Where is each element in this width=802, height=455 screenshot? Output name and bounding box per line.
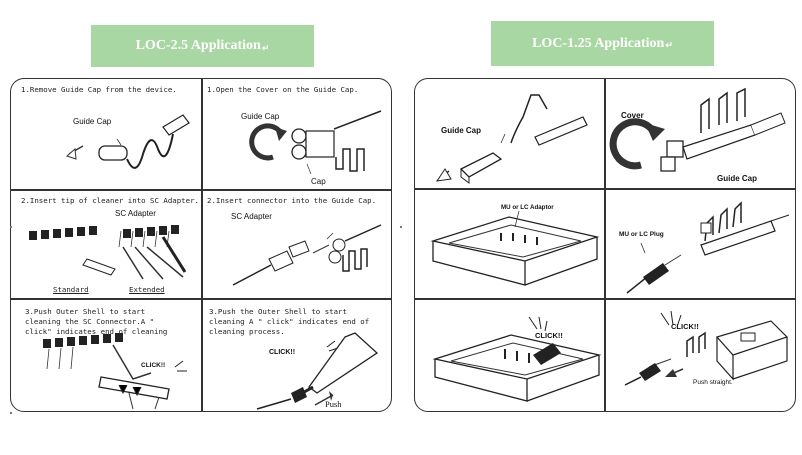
push-straight-illustration [624,310,789,386]
click-label: CLICK!! [269,349,296,356]
guide-cap-label: Guide Cap [73,117,112,126]
loc-2-5-instruction-panel: 1.Remove Guide Cap from the device. Guid… [10,78,392,412]
caption-line: cleaning A " click" indicates end of [209,317,370,326]
caption-line: cleaning the SC Connector.A " [25,317,155,326]
guide-cap-label: Guide Cap [441,126,482,135]
adaptor-tray-illustration [430,210,600,286]
panel-divider-vertical [201,79,203,411]
sc-adapter-label: SC Adapter [231,212,272,221]
panel-divider-row1 [11,189,391,191]
push-straight-label: Push straight. [693,379,733,386]
step-caption: 3.Push the Outer Shell to start cleaning… [209,307,369,337]
step-caption: 1.Open the Cover on the Guide Cap. [207,85,359,94]
push-outer-shell-illustration [43,333,187,410]
panel-divider-row2 [415,298,795,300]
return-mark-icon: ↵ [261,42,270,53]
cover-label: Cover [621,111,644,120]
step-caption: 2.Insert tip of cleaner into SC Adapter. [21,196,199,205]
click-label: CLICK!! [671,322,699,331]
insert-plug-illustration [626,201,790,294]
panel-divider-row1 [415,188,795,190]
page-mark [10,226,12,228]
insert-connector-illustration [232,224,382,286]
return-mark-icon: ↵ [665,40,673,50]
loc-1-25-title-banner: LOC-1.25 Application↵ [491,21,714,66]
caption-line: click" indicates end of cleaning [25,327,168,336]
page-mark [400,226,402,228]
panel-divider-row2 [11,298,391,300]
loc-2-5-title-banner: LOC-2.5 Application↵ [91,25,314,67]
open-cover-illustration [609,87,786,172]
adaptor-label: MU or LC Adaptor [501,204,554,211]
loc-1-25-instruction-panel: Guide Cap Cover Guide Cap MU or LC Adapt… [414,78,796,412]
standard-label: Standard [53,285,89,294]
extended-label: Extended [129,285,165,294]
remove-guide-cap-illustration [435,94,588,184]
caption-line: cleaning process. [209,327,285,336]
sc-adapter-label: SC Adapter [115,209,156,218]
step-caption: 3.Push Outer Shell to start cleaning the… [25,307,167,337]
open-cover-illustration [249,110,382,175]
click-tray-illustration [432,316,602,402]
page-mark [10,412,12,414]
guide-cap-label: Guide Cap [241,112,280,121]
step-caption: 2.Insert connector into the Guide Cap. [207,196,377,205]
loc-1-25-title: LOC-1.25 Application [532,35,665,51]
plug-label: MU or LC Plug [619,231,664,238]
cap-label: Cap [311,177,326,186]
push-cleaner-illustration [256,332,379,410]
push-label: Push [325,399,342,409]
click-label: CLICK!! [141,362,166,369]
sc-adapter-insert-illustration [29,225,187,280]
panel-divider-vertical [604,79,606,411]
caption-line: 3.Push the Outer Shell to start [209,307,347,316]
click-label: CLICK!! [535,331,563,340]
loc-2-5-title: LOC-2.5 Application [135,38,261,53]
remove-guide-cap-illustration [66,114,190,169]
step-caption: 1.Remove Guide Cap from the device. [21,85,177,94]
caption-line: 3.Push Outer Shell to start [25,307,146,316]
guide-cap-label: Guide Cap [717,174,758,183]
